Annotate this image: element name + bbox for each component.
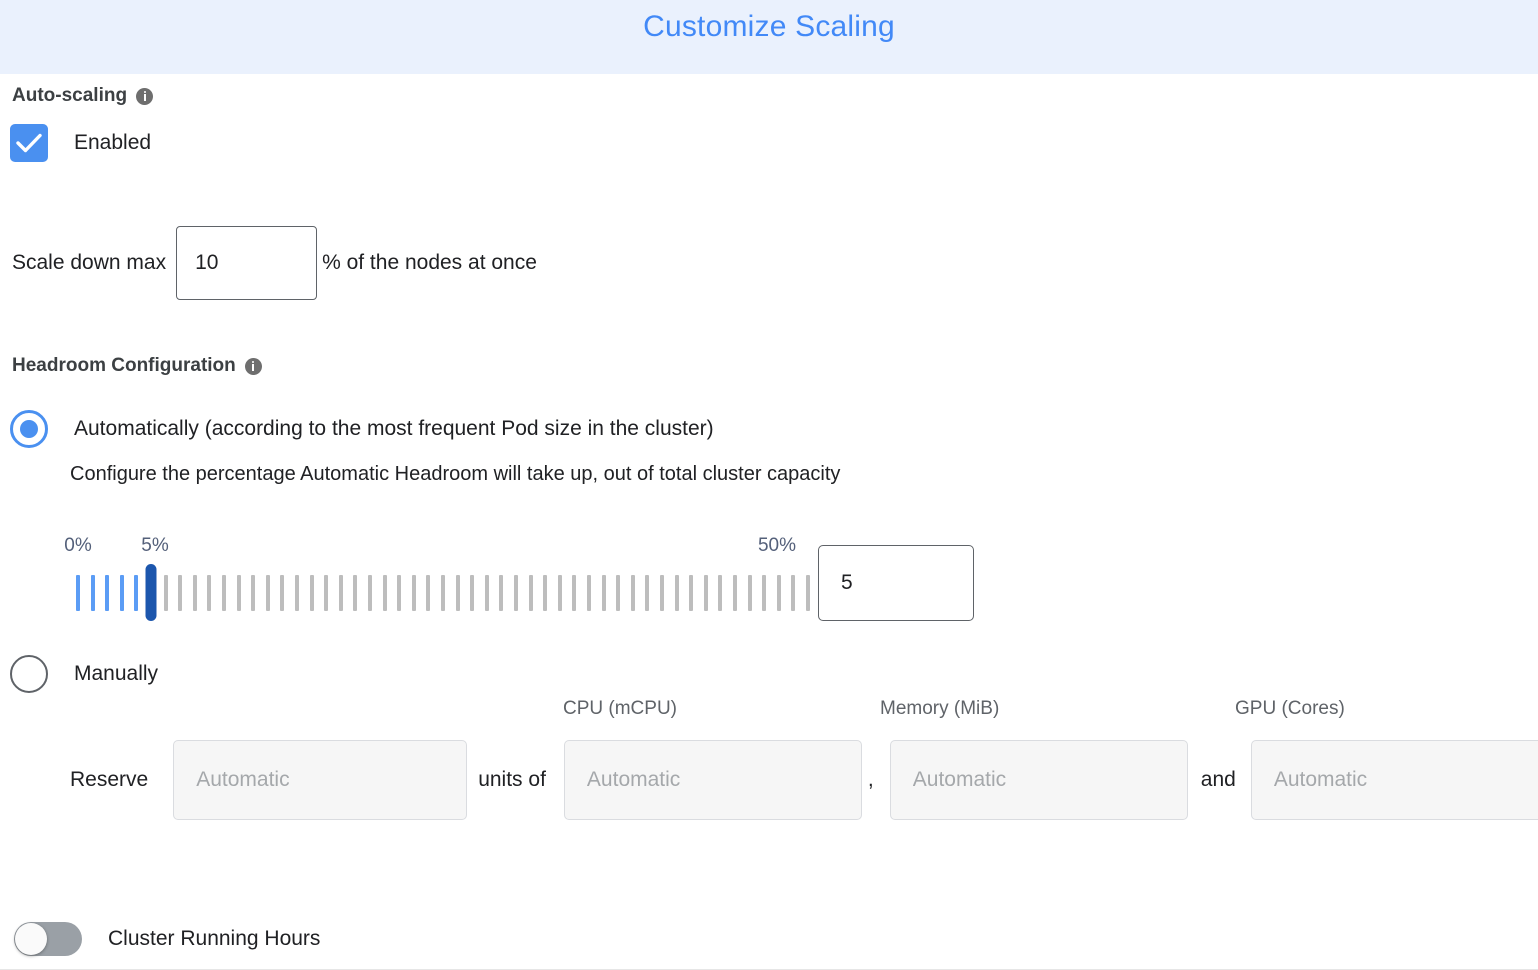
column-header-gpu: GPU (Cores) xyxy=(1235,698,1345,719)
slider-tick xyxy=(528,575,533,611)
reserve-units-input[interactable] xyxy=(173,740,468,820)
slider-tick xyxy=(689,575,694,611)
slider-tick xyxy=(499,575,504,611)
reserve-memory-input[interactable] xyxy=(889,740,1188,820)
slider-tick xyxy=(747,575,752,611)
slider-tick xyxy=(397,575,402,611)
autoscaling-enabled-label: Enabled xyxy=(74,131,152,154)
slider-tick xyxy=(543,575,548,611)
slider-tick xyxy=(587,575,591,611)
radio-manually[interactable] xyxy=(10,655,48,693)
slider-tick xyxy=(309,575,314,611)
slider-tick xyxy=(514,575,518,611)
slider-tick xyxy=(105,575,110,611)
slider-tick xyxy=(119,575,124,611)
slider-tick xyxy=(426,575,431,611)
slider-tick xyxy=(733,575,737,611)
info-icon[interactable] xyxy=(136,87,154,105)
column-header-cpu: CPU (mCPU) xyxy=(563,698,677,719)
slider-tick xyxy=(776,575,781,611)
slider-tick xyxy=(178,575,183,611)
slider-current-label: 5% xyxy=(141,535,169,556)
slider-tick xyxy=(163,575,168,611)
slider-thumb[interactable] xyxy=(145,564,157,621)
slider-tick xyxy=(411,575,416,611)
slider-tick xyxy=(441,575,445,611)
slider-tick xyxy=(368,575,372,611)
slider-tick xyxy=(484,575,489,611)
slider-tick xyxy=(572,575,577,611)
slider-tick-labels: 0% 5% 50% xyxy=(64,535,808,561)
slider-tick xyxy=(280,575,285,611)
reserve-row: Reserve units of , and xyxy=(70,740,1538,820)
slider-max-label: 50% xyxy=(757,535,797,556)
slider-tick xyxy=(703,575,708,611)
autoscaling-section-label: Auto-scaling xyxy=(12,85,154,107)
cluster-running-hours-label: Cluster Running Hours xyxy=(108,927,321,950)
slider-tick xyxy=(222,575,226,611)
slider-tick xyxy=(338,575,343,611)
slider-tick xyxy=(251,575,256,611)
slider-tick xyxy=(455,575,460,611)
slider-tick xyxy=(353,575,358,611)
slider-tick xyxy=(616,575,621,611)
autoscaling-label-text: Auto-scaling xyxy=(12,85,128,106)
comma-separator: , xyxy=(867,768,874,791)
units-of-label: units of xyxy=(478,768,546,791)
headroom-slider[interactable]: 0% 5% 50% xyxy=(64,535,810,635)
slider-tick xyxy=(382,575,387,611)
scale-down-max-row: Scale down max % of the nodes at once xyxy=(12,226,537,300)
cluster-running-hours-toggle[interactable] xyxy=(14,922,82,956)
slider-tick xyxy=(236,575,241,611)
slider-tick xyxy=(601,575,606,611)
headroom-description: Configure the percentage Automatic Headr… xyxy=(70,463,841,485)
slider-tick xyxy=(660,575,664,611)
slider-tick xyxy=(470,575,475,611)
slider-tick xyxy=(207,575,212,611)
info-icon[interactable] xyxy=(244,357,262,375)
reserve-label: Reserve xyxy=(70,768,149,791)
headroom-label-text: Headroom Configuration xyxy=(12,355,236,376)
and-label: and xyxy=(1200,768,1236,791)
reserve-gpu-input[interactable] xyxy=(1250,740,1538,820)
autoscaling-enabled-checkbox[interactable] xyxy=(10,124,48,162)
slider-tick xyxy=(718,575,723,611)
scale-down-max-suffix: % of the nodes at once xyxy=(322,251,537,274)
slider-tick xyxy=(76,575,80,611)
slider-tick xyxy=(324,575,329,611)
headroom-section-label: Headroom Configuration xyxy=(12,355,262,377)
toggle-knob xyxy=(15,923,47,955)
slider-tick xyxy=(265,575,270,611)
reserve-cpu-input[interactable] xyxy=(563,740,862,820)
page-title: Customize Scaling xyxy=(643,10,895,43)
slider-tick xyxy=(630,575,635,611)
slider-tick xyxy=(791,575,796,611)
slider-tick xyxy=(645,575,650,611)
cluster-running-hours-row[interactable]: Cluster Running Hours xyxy=(14,922,320,956)
radio-automatic-label: Automatically (according to the most fre… xyxy=(74,417,714,440)
headroom-option-manually[interactable]: Manually xyxy=(10,655,158,693)
slider-tick xyxy=(762,575,767,611)
slider-tick xyxy=(674,575,679,611)
radio-manually-label: Manually xyxy=(74,662,159,685)
headroom-percentage-input[interactable] xyxy=(818,545,974,621)
slider-min-label: 0% xyxy=(64,535,92,556)
scale-down-max-input[interactable] xyxy=(176,226,318,300)
headroom-option-automatic[interactable]: Automatically (according to the most fre… xyxy=(10,410,714,448)
checkmark-icon xyxy=(16,133,42,153)
slider-tick xyxy=(806,575,810,611)
dialog-header: Customize Scaling xyxy=(0,0,1538,74)
slider-tick xyxy=(90,575,95,611)
radio-automatic[interactable] xyxy=(10,410,48,448)
slider-tick xyxy=(192,575,197,611)
slider-track[interactable] xyxy=(76,564,810,621)
column-header-memory: Memory (MiB) xyxy=(880,698,1000,719)
slider-tick xyxy=(557,575,562,611)
scale-down-max-label: Scale down max xyxy=(12,251,167,274)
slider-tick xyxy=(134,575,139,611)
slider-tick xyxy=(295,575,299,611)
autoscaling-enabled-row[interactable]: Enabled xyxy=(10,124,151,162)
